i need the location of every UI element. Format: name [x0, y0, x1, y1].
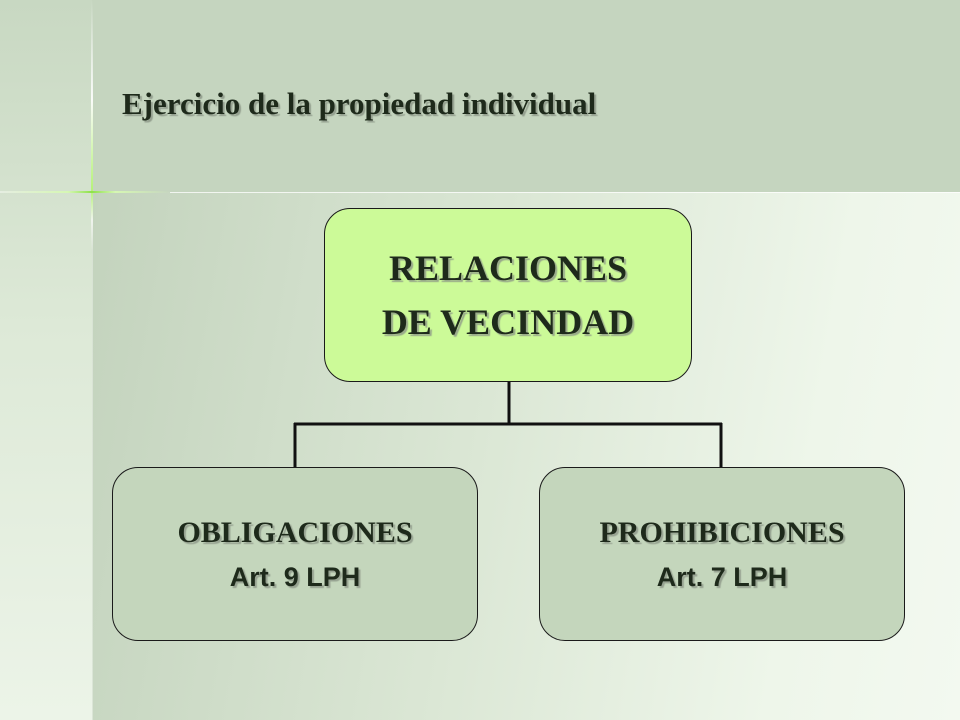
root-node-line1: RELACIONES — [388, 248, 628, 288]
decorative-vertical-line — [91, 0, 93, 250]
decorative-horizontal-line — [0, 191, 170, 193]
left-band-background — [0, 0, 92, 720]
child-node-title: OBLIGACIONES — [177, 515, 413, 549]
slide-title: Ejercicio de la propiedad individual — [122, 86, 597, 121]
title-band-divider — [170, 192, 960, 193]
title-band-background — [92, 0, 960, 192]
root-node-line2: DE VECINDAD — [381, 302, 635, 342]
child-node-prohibiciones: PROHIBICIONES Art. 7 LPH — [539, 467, 905, 641]
child-node-obligaciones: OBLIGACIONES Art. 9 LPH — [112, 467, 478, 641]
child-node-subtitle: Art. 7 LPH — [656, 561, 788, 592]
child-node-subtitle: Art. 9 LPH — [229, 561, 361, 592]
child-node-title: PROHIBICIONES — [599, 515, 845, 549]
root-node: RELACIONES DE VECINDAD — [324, 208, 692, 382]
left-band-edge — [92, 193, 93, 720]
